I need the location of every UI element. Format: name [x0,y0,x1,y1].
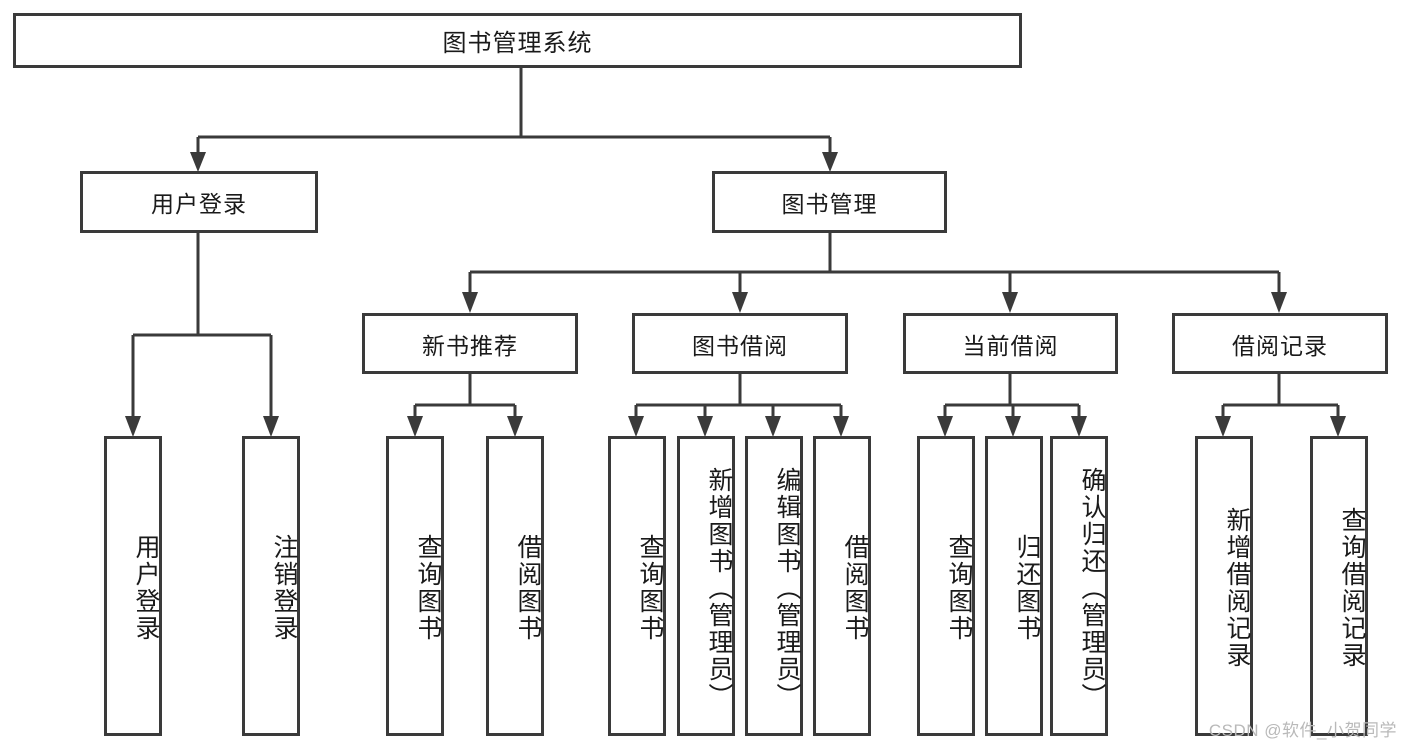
node-user-login-label: 用户登录 [151,191,247,217]
leaf-book-borrow-add[interactable]: 新增图书（管理员） [677,436,735,736]
leaf-new-book-query[interactable]: 查询图书 [386,436,444,736]
leaf-book-borrow-query[interactable]: 查询图书 [608,436,666,736]
leaf-user-login-login[interactable]: 用户登录 [104,436,162,736]
node-book-borrow[interactable]: 图书借阅 [632,313,848,374]
leaf-current-borrow-return-label: 归还图书 [1013,534,1041,642]
arrow-user-login [190,152,206,172]
leaf-book-borrow-borrow-label: 借阅图书 [841,534,869,642]
arrow-new-book [462,292,478,313]
leaf-book-borrow-add-label: 新增图书（管理员） [705,466,733,710]
arrow-book-borrow-leaf-2 [697,416,713,437]
leaf-current-borrow-confirm-return-label: 确认归还（管理员） [1078,466,1106,710]
arrow-book-manage [822,152,838,172]
arrow-new-book-leaf-1 [407,416,423,437]
arrow-book-borrow-leaf-4 [833,416,849,437]
arrow-current-borrow [1002,292,1018,313]
node-current-borrow-label: 当前借阅 [962,332,1059,359]
arrow-current-borrow-leaf-3 [1071,416,1087,437]
leaf-user-login-logout-label: 注销登录 [270,534,298,642]
node-book-borrow-label: 图书借阅 [692,332,788,359]
node-root-system-label: 图书管理系统 [442,30,593,57]
leaf-book-borrow-edit[interactable]: 编辑图书（管理员） [745,436,803,736]
leaf-borrow-record-query[interactable]: 查询借阅记录 [1310,436,1368,736]
arrow-current-borrow-leaf-1 [937,416,953,437]
leaf-book-borrow-edit-label: 编辑图书（管理员） [773,466,801,710]
leaf-new-book-borrow-label: 借阅图书 [514,534,542,642]
leaf-current-borrow-query[interactable]: 查询图书 [917,436,975,736]
arrow-borrow-record-leaf-1 [1215,416,1231,437]
arrow-current-borrow-leaf-2 [1005,416,1021,437]
arrow-user-login-leaf-1 [125,416,141,437]
watermark-text: CSDN @软件_小贺同学 [1208,721,1397,740]
leaf-book-borrow-query-label: 查询图书 [636,534,664,642]
leaf-new-book-query-label: 查询图书 [414,534,442,642]
leaf-current-borrow-confirm-return[interactable]: 确认归还（管理员） [1050,436,1108,736]
node-borrow-record[interactable]: 借阅记录 [1172,313,1388,374]
node-book-management-label: 图书管理 [781,191,878,217]
arrow-book-borrow-leaf-3 [765,416,781,437]
node-borrow-record-label: 借阅记录 [1232,332,1328,359]
arrow-new-book-leaf-2 [507,416,523,437]
node-new-book-recommend-label: 新书推荐 [422,332,518,359]
arrow-book-borrow [732,292,748,313]
arrow-borrow-record [1271,292,1287,313]
leaf-current-borrow-return[interactable]: 归还图书 [985,436,1043,736]
node-root-system[interactable]: 图书管理系统 [13,13,1022,68]
leaf-borrow-record-query-label: 查询借阅记录 [1338,507,1366,669]
arrow-book-borrow-leaf-1 [628,416,644,437]
leaf-user-login-login-label: 用户登录 [132,534,160,642]
node-current-borrow[interactable]: 当前借阅 [903,313,1118,374]
leaf-borrow-record-add-label: 新增借阅记录 [1223,507,1251,669]
node-user-login[interactable]: 用户登录 [80,171,318,233]
leaf-borrow-record-add[interactable]: 新增借阅记录 [1195,436,1253,736]
leaf-current-borrow-query-label: 查询图书 [945,534,973,642]
leaf-book-borrow-borrow[interactable]: 借阅图书 [813,436,871,736]
node-book-management[interactable]: 图书管理 [712,171,947,233]
arrow-borrow-record-leaf-2 [1330,416,1346,437]
leaf-new-book-borrow[interactable]: 借阅图书 [486,436,544,736]
arrow-user-login-leaf-2 [263,416,279,437]
leaf-user-login-logout[interactable]: 注销登录 [242,436,300,736]
node-new-book-recommend[interactable]: 新书推荐 [362,313,578,374]
